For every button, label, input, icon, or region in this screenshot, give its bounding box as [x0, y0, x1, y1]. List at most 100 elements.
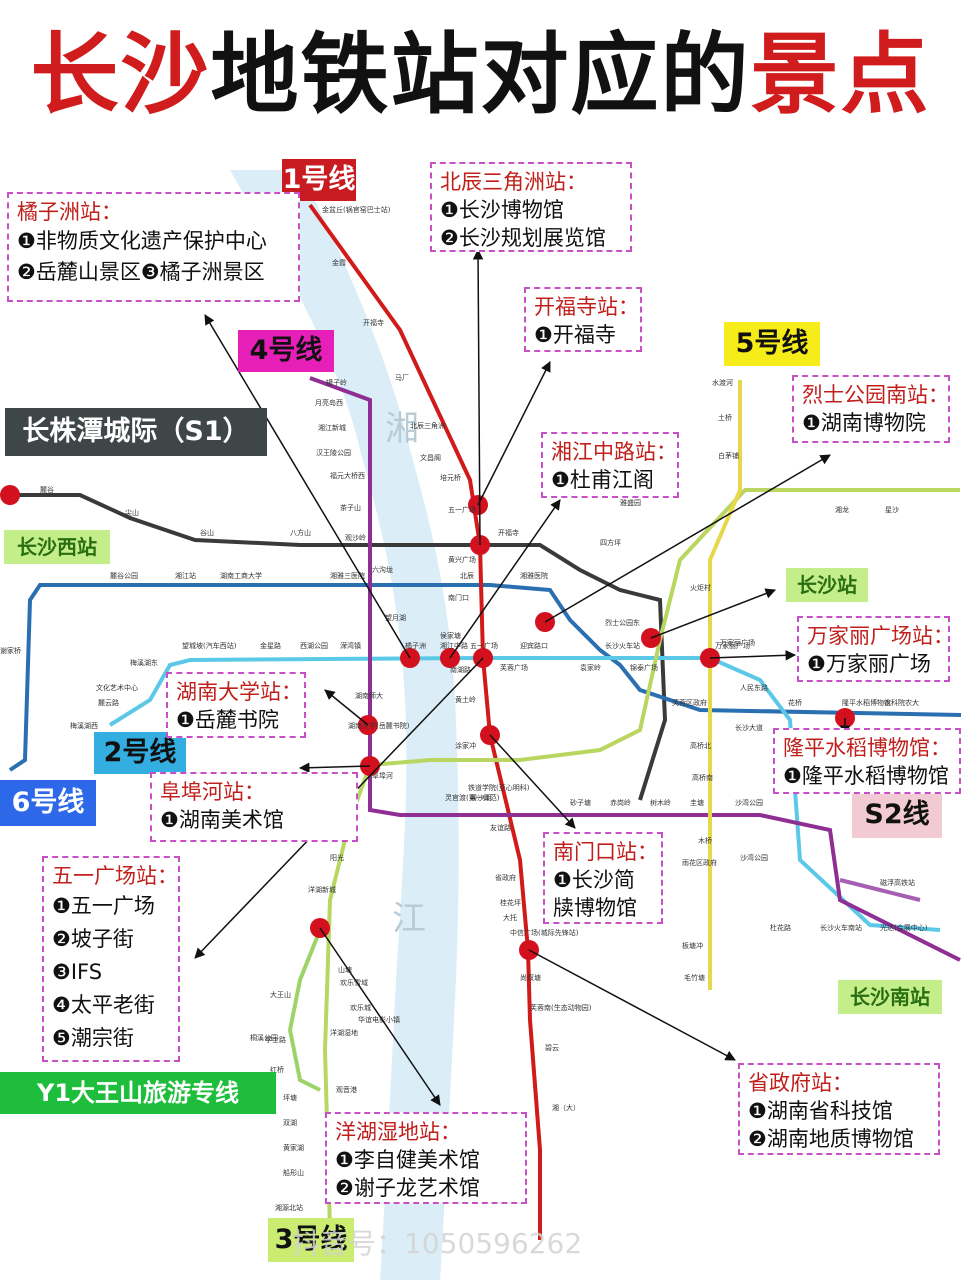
arrow-lieshi	[544, 454, 831, 623]
river-char-xiang: 湘	[385, 409, 419, 449]
station-label-l3-9: 阜埠河	[372, 771, 393, 780]
river-char-jiang: 江	[392, 899, 426, 939]
station-label-l5-5: 火炬村	[690, 583, 711, 592]
callout-title: 五一广场站：	[52, 864, 178, 888]
station-label-l5-12: 毛竹塘	[684, 973, 705, 982]
station-label-l1-20: 尚双塘	[520, 973, 541, 982]
station-label-l5-9: 木桥	[698, 836, 712, 845]
station-label-l2-12: 迎宾路口	[520, 641, 548, 650]
station-label-l2-20: 杜花路	[770, 923, 791, 932]
station-label-y1-4: 华谊电影小镇	[358, 1015, 400, 1024]
station-label-l6-6: 湘雅医院	[520, 571, 548, 580]
callout-item: ❷长沙规划展览馆	[440, 226, 606, 250]
arrow-wanjiali	[709, 650, 797, 661]
callout-item: ❸IFS	[52, 960, 103, 984]
station-label-l5-10: 雨花区政府	[682, 858, 717, 867]
callout-hunan-university: 湖南大学站： ❶岳麓书院	[166, 672, 306, 738]
station-label-l3-3: 双湖	[283, 1118, 297, 1127]
station-label-l6-10: 隆平水稻博物馆	[842, 698, 891, 707]
station-label-l3-12: 砂子塘	[570, 798, 591, 807]
title-part-1: 长沙	[30, 23, 211, 126]
callout-beichen: 北辰三角洲站： ❶长沙博物馆 ❷长沙规划展览馆	[430, 162, 632, 252]
interchange-dot-jinpenqiu-west[interactable]	[0, 485, 20, 505]
line-5-tag: 5号线	[724, 322, 820, 366]
arrow-juzizhou	[204, 314, 411, 659]
station-label-l4-7: 六沟垅	[372, 565, 393, 574]
station-label-l1-11: 南湖路	[450, 665, 471, 674]
callout-title: 省政府站：	[748, 1071, 853, 1095]
station-label-l1-4: 北辰三角洲	[410, 421, 445, 430]
title-part-2: 地铁站对应的	[210, 23, 751, 126]
station-label-l1-23: 湘（大）	[552, 1103, 580, 1112]
station-label-l2-7: 溁湾镇	[340, 641, 361, 650]
station-label-l1-14: 铁道学院(亚心明科)	[468, 783, 530, 792]
station-label-l2-8: 橘子洲	[405, 641, 426, 650]
hub-changsha-south: 长沙南站	[838, 980, 942, 1014]
station-label-l3-5: 洋湖湿地	[330, 1028, 358, 1037]
line-4-path	[309, 376, 961, 962]
station-label-l6-8: 芙蓉区政府	[672, 698, 707, 707]
callout-item: ❶五一广场	[52, 894, 155, 918]
callout-item: ❶岳麓书院	[176, 708, 279, 732]
callout-title: 南门口站：	[553, 840, 658, 864]
line-6-tag: 6号线	[0, 780, 96, 826]
station-label-l2-9: 湘江中路	[440, 641, 468, 650]
callout-fubuhe: 阜埠河站： ❶湖南美术馆	[150, 772, 358, 842]
station-label-l5-8: 高桥南	[692, 773, 713, 782]
station-label-l5-1: 土桥	[718, 413, 732, 422]
station-label-l1-2: 开福寺	[363, 318, 384, 327]
callout-item: ❷湖南地质博物馆	[748, 1127, 914, 1151]
station-label-s1-1: 尖山	[125, 508, 139, 517]
callout-item: ❶杜甫江阁	[551, 468, 654, 492]
line-s2-tag: S2线	[852, 792, 942, 838]
station-label-l6-1: 麓谷公园	[110, 571, 138, 580]
metro-map: 湘 江 金盆丘(锅官窑巴士站	[0, 150, 961, 1280]
callout-title: 烈士公园南站：	[802, 383, 949, 407]
arrow-shengzhengfu	[528, 949, 736, 1061]
station-label-l5-6: 万家丽广场	[720, 638, 755, 647]
station-label-l5-2: 白茅铺	[718, 451, 739, 460]
station-label-l4-2: 湘江新城	[318, 423, 346, 432]
station-label-s1-4: 开福寺	[498, 528, 519, 537]
callout-item: ❷岳麓山景区❸橘子洲景区	[17, 260, 265, 284]
arrow-xiangjiang	[449, 499, 561, 659]
station-label-l2-13: 袁家岭	[580, 663, 601, 672]
station-label-l3-18: 湘龙	[835, 505, 849, 514]
station-label-l2-0: 梅溪湖西	[70, 721, 98, 730]
line-5-path	[708, 380, 742, 990]
station-label-l4-5: 茶子山	[340, 503, 361, 512]
callout-item: ❶湖南省科技馆	[748, 1099, 893, 1123]
station-label-y1-7: 观音港	[336, 1085, 357, 1094]
station-label-l1-22: 碧云	[545, 1043, 559, 1052]
metro-map-svg: 湘 江 金盆丘(锅官窑巴士站	[0, 170, 961, 1280]
callout-title: 隆平水稻博物馆：	[783, 736, 951, 760]
station-label-y1-1: 欢乐雪域	[340, 978, 368, 987]
hub-changsha-station: 长沙站	[786, 568, 868, 602]
arrow-changsha-station	[650, 588, 776, 639]
station-label-l3-0: 湘源北站	[275, 1203, 303, 1212]
station-label-l5-7: 高桥北	[690, 741, 711, 750]
station-label-l3-15: 圭塘	[690, 798, 704, 807]
station-label-l3-13: 赤岗岭	[610, 798, 631, 807]
station-label-l1-8: 黄兴广场	[448, 555, 476, 564]
callout-item: 牍博物馆	[553, 896, 637, 920]
station-label-l6-4: 湘雅三医院	[330, 571, 365, 580]
station-label-l5-3: 四方坪	[600, 538, 621, 547]
line-3-tag: 3号线	[268, 1218, 354, 1262]
station-label-l3-17: 星沙	[885, 506, 899, 514]
station-label-l4-1: 月亮岛西	[315, 398, 343, 407]
station-label-l6-7: 烈士公园东	[605, 618, 640, 627]
station-label-l3-1: 船形山	[283, 1168, 304, 1177]
callout-title: 橘子洲站：	[17, 200, 122, 224]
callout-item: ❶长沙简	[553, 868, 635, 892]
callout-xiangjiang-zhonglu: 湘江中路站： ❶杜甫江阁	[541, 432, 679, 498]
callout-title: 阜埠河站：	[160, 780, 265, 804]
station-label-y1-3: 欢乐城	[350, 1003, 371, 1012]
callout-title: 北辰三角洲站：	[440, 170, 587, 194]
station-label-l6-0: 谢家桥	[0, 646, 21, 655]
station-label-l6-9: 花桥	[788, 698, 802, 707]
station-label-l6-11: 农科院农大	[884, 698, 919, 707]
station-label-l3-14: 树木岭	[650, 798, 671, 807]
station-label-l4-9: 湖南师大	[355, 691, 383, 700]
station-label-l6-2: 湘江站	[175, 571, 196, 580]
